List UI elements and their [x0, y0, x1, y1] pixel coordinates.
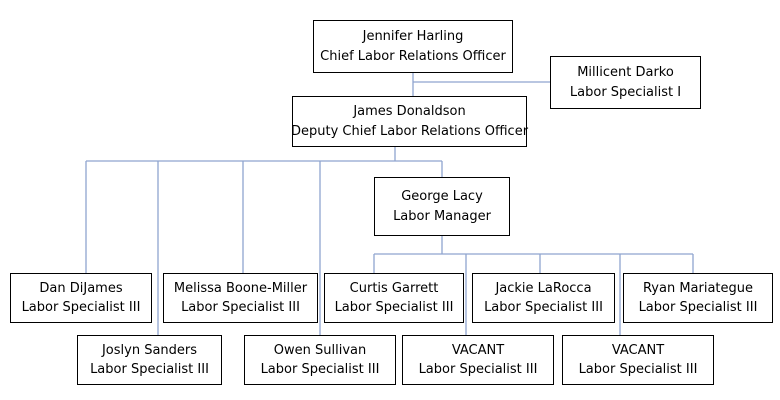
owen-name: Owen Sullivan: [273, 342, 367, 358]
manager-title: Labor Manager: [393, 208, 491, 224]
box-ryan: Ryan Mariategue Labor Specialist III: [623, 273, 773, 323]
box-joslyn: Joslyn Sanders Labor Specialist III: [77, 335, 222, 385]
box-deputy: James Donaldson Deputy Chief Labor Relat…: [290, 96, 529, 147]
curtis-name: Curtis Garrett: [349, 280, 439, 296]
box-assistant: Millicent Darko Labor Specialist I: [550, 56, 701, 109]
joslyn-title: Labor Specialist III: [90, 362, 209, 377]
manager-name: George Lacy: [401, 189, 483, 204]
dan-title: Labor Specialist III: [21, 300, 141, 315]
box-melissa: Melissa Boone-Miller Labor Specialist II…: [163, 273, 318, 323]
dan-name: Dan DiJames: [39, 280, 123, 296]
box-vacant2: VACANT Labor Specialist III: [562, 335, 714, 385]
ryan-title: Labor Specialist III: [638, 300, 758, 315]
jackie-name: Jackie LaRocca: [495, 280, 592, 296]
owen-title: Labor Specialist III: [260, 362, 380, 377]
curtis-title: Labor Specialist III: [334, 300, 454, 315]
deputy-name: James Donaldson: [353, 104, 466, 119]
chief-title: Chief Labor Relations Officer: [320, 48, 506, 64]
assistant-name: Millicent Darko: [577, 65, 674, 80]
box-owen: Owen Sullivan Labor Specialist III: [244, 335, 396, 385]
joslyn-name: Joslyn Sanders: [101, 342, 198, 358]
deputy-title: Deputy Chief Labor Relations Officer: [290, 123, 529, 139]
vacant2-name: VACANT: [611, 342, 665, 358]
box-vacant1: VACANT Labor Specialist III: [402, 335, 554, 385]
vacant2-title: Labor Specialist III: [578, 362, 698, 377]
box-dan: Dan DiJames Labor Specialist III: [10, 273, 152, 323]
melissa-title: Labor Specialist III: [181, 300, 300, 315]
vacant1-name: VACANT: [451, 342, 505, 358]
jackie-title: Labor Specialist III: [484, 300, 603, 315]
box-curtis: Curtis Garrett Labor Specialist III: [324, 273, 464, 323]
box-chief: Jennifer Harling Chief Labor Relations O…: [313, 20, 513, 73]
assistant-title: Labor Specialist I: [569, 84, 682, 100]
ryan-name: Ryan Mariategue: [642, 280, 754, 296]
vacant1-title: Labor Specialist III: [418, 362, 538, 377]
melissa-name: Melissa Boone-Miller: [173, 280, 308, 296]
box-manager: George Lacy Labor Manager: [374, 177, 510, 236]
chief-name: Jennifer Harling: [362, 29, 464, 44]
box-jackie: Jackie LaRocca Labor Specialist III: [472, 273, 615, 323]
